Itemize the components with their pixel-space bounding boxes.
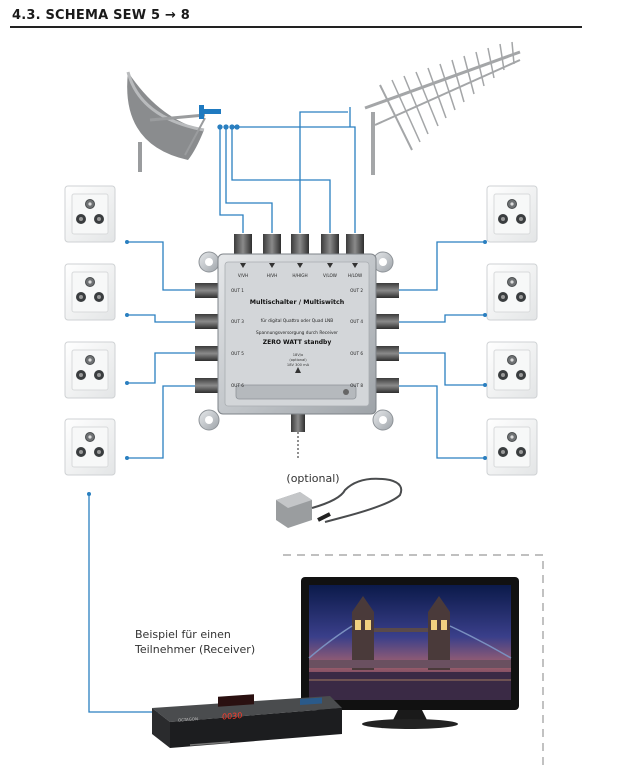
antenna-icon [364, 41, 521, 175]
page-heading: 4.3. SCHEMA SEW 5 → 8 [12, 8, 191, 23]
input-label: V/VH [238, 273, 248, 278]
wall-socket-icon [64, 418, 116, 476]
wire-endpoints [87, 240, 487, 496]
wall-socket-icon [486, 418, 538, 476]
heading-rule [10, 26, 582, 28]
receiver-brand: OCTAGON [178, 716, 198, 722]
power-text: 18V 300 mA [287, 363, 310, 367]
input-label: V/LOW [323, 273, 337, 278]
satellite-dish-icon [126, 71, 221, 172]
wall-socket-icon [486, 341, 538, 399]
multiswitch-device: V/VH H/VH H/HIGH V/LOW H/LOW OUT 1 OUT 3… [195, 234, 399, 432]
output-label: OUT 2 [350, 288, 363, 293]
input-label: H/VH [267, 273, 278, 278]
receiver-caption-line2: Teilnehmer (Receiver) [134, 643, 255, 656]
input-wiring [217, 107, 356, 233]
multiswitch-supply-text: Spannungsversorgung durch Receiver [256, 330, 338, 336]
power-text: (optional) [289, 358, 307, 362]
output-label: OUT 3 [231, 319, 244, 324]
optional-label: (optional) [286, 472, 339, 485]
dashed-frame [283, 554, 544, 768]
multiswitch-subtitle: für digital Quattro oder Quad LNB [261, 318, 333, 324]
tv-icon [301, 577, 519, 729]
wall-socket-icon [486, 263, 538, 321]
output-label: OUT 1 [231, 288, 244, 293]
receiver-caption-line1: Beispiel für einen [135, 628, 231, 641]
output-label: OUT 8 [350, 383, 363, 388]
power-text: 18V/o [293, 353, 303, 357]
output-label: OUT 6 [350, 351, 363, 356]
output-label: OUT 4 [350, 319, 363, 324]
receiver-icon: 0030 OCTAGON [152, 694, 342, 748]
output-label: OUT 5 [231, 351, 244, 356]
wall-socket-icon [486, 185, 538, 243]
wall-socket-icon [64, 263, 116, 321]
receiver-display: 0030 [222, 711, 242, 721]
wall-socket-icon [64, 185, 116, 243]
wall-socket-icon [64, 341, 116, 399]
input-label: H/LOW [348, 273, 362, 278]
power-adapter-icon [276, 477, 403, 528]
output-label: OUT 6 [231, 383, 244, 388]
multiswitch-standby-text: ZERO WATT standby [263, 339, 332, 346]
multiswitch-title: Multischalter / Multiswitch [250, 299, 345, 306]
output-wiring [88, 241, 485, 713]
input-label: H/HIGH [292, 273, 307, 278]
